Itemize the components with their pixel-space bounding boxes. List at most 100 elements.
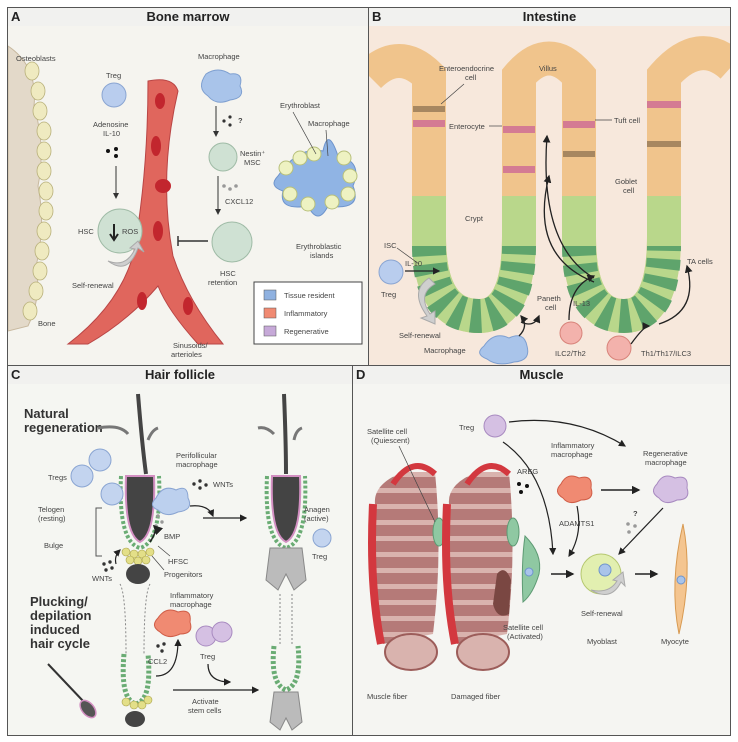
label-erythroblastic: Erythroblastic <box>296 242 342 251</box>
hair-follicle-regenerating <box>270 645 302 693</box>
panel-body: Muscle fiber Damaged fiber Satellite cel… <box>353 384 730 735</box>
panel-body: Osteoblasts Bone Sinusoids/ arterioles T… <box>8 26 368 365</box>
hsc-retention-cell <box>211 221 253 263</box>
label-treg: Treg <box>459 423 474 432</box>
label-activate: Activate <box>192 697 219 706</box>
label-cxcl12: CXCL12 <box>225 197 253 206</box>
label-inflammatory: Inflammatory <box>551 441 595 450</box>
self-renewal-arrow <box>107 240 145 267</box>
wnt-dots-bottom <box>102 560 114 572</box>
label-regenerative-macrophage: macrophage <box>645 458 687 467</box>
label-bulge: Bulge <box>44 541 63 550</box>
label-stem-cells: stem cells <box>188 706 222 715</box>
label-wnts-bottom: WNTs <box>92 574 112 583</box>
areg-dots <box>517 482 529 494</box>
label-sinusoids: Sinusoids/ <box>173 341 209 350</box>
panel-header: D Muscle <box>353 366 730 385</box>
plucked-hair <box>47 663 85 703</box>
panel-letter: D <box>356 367 366 382</box>
label-natural: Natural <box>24 406 69 421</box>
panel-bone-marrow: A Bone marrow Osteoblasts Bone <box>7 7 369 366</box>
label-nestin: Nestin⁺ <box>240 149 265 158</box>
label-treg-right: Treg <box>312 552 327 561</box>
label-perifollicular: Perifollicular <box>176 451 217 460</box>
label-treg: Treg <box>106 71 121 80</box>
hair-shaft-anagen <box>282 393 288 475</box>
tuft-and-enteroendocrine-cells <box>413 101 681 173</box>
ilc2-th2-cell <box>559 321 583 345</box>
panel-muscle: D Muscle Muscle fiber Damaged <box>352 365 731 736</box>
treg-cells-bottom <box>195 621 233 647</box>
label-plucking: Plucking/ <box>30 594 88 609</box>
label-activated: (Activated) <box>507 632 543 641</box>
label-muscle-fiber: Muscle fiber <box>367 692 408 701</box>
label-villus: Villus <box>539 64 557 73</box>
label-induced: induced <box>30 622 80 637</box>
panel-title: Intestine <box>522 9 577 24</box>
label-arterioles: arterioles <box>171 350 202 359</box>
legend: Tissue resident Inflammatory Regenerativ… <box>253 281 363 345</box>
label-myocyte: Myocyte <box>661 637 689 646</box>
label-telogen: Telogen <box>38 505 64 514</box>
label-goblet: Goblet <box>615 177 638 186</box>
label-hair-cycle: hair cycle <box>30 636 90 651</box>
label-il10: IL-10 <box>405 259 422 268</box>
treg-cell <box>378 259 404 285</box>
legend-swatch-tissue-resident <box>263 289 277 301</box>
label-th1-th17-ilc3: Th1/Th17/ILC3 <box>641 349 691 358</box>
panel-title: Bone marrow <box>146 9 230 24</box>
hair-shaft <box>136 393 148 475</box>
wnt-dots <box>192 479 208 490</box>
osteoblast-cells <box>22 61 54 321</box>
label-self-renewal: Self-renewal <box>72 281 114 290</box>
legend-label: Inflammatory <box>284 309 328 318</box>
label-treg-bottom: Treg <box>200 652 215 661</box>
muscle-fiber <box>372 472 439 644</box>
label-il13: IL-13 <box>573 299 590 308</box>
label-paneth-cell: cell <box>545 303 557 312</box>
panel-header: B Intestine <box>369 8 730 27</box>
label-hsc: HSC <box>78 227 94 236</box>
treg-cell <box>483 414 507 438</box>
label-goblet-cell: cell <box>623 186 635 195</box>
label-retention: retention <box>208 278 237 287</box>
cytokine-dots <box>106 147 118 158</box>
red-blood-cells <box>137 93 193 315</box>
inflammatory-macrophage <box>557 475 593 504</box>
unknown-factor-dots <box>222 115 232 127</box>
label-hfsc: HFSC <box>168 557 189 566</box>
panel-letter: B <box>372 9 382 24</box>
treg-cell <box>101 82 127 108</box>
label-question: ? <box>238 116 243 125</box>
label-myoblast: Myoblast <box>587 637 618 646</box>
label-areg: AREG <box>517 467 538 476</box>
hair-follicle-plucked <box>120 653 152 707</box>
label-tuft-cell: Tuft cell <box>614 116 640 125</box>
label-treg: Treg <box>381 290 396 299</box>
label-ros: ROS <box>122 227 138 236</box>
panel-hair-follicle: C Hair follicle Natural regeneration <box>7 365 353 736</box>
hair-follicle-illustration: Natural regeneration Tregs Telogen (rest… <box>24 393 332 731</box>
label-ccl2: CCL2 <box>148 657 167 666</box>
panel-header: A Bone marrow <box>8 8 368 27</box>
ros-down-arrow <box>109 224 119 242</box>
macrophage-tissue-resident <box>479 335 529 365</box>
differentiation-arrow <box>543 174 595 283</box>
label-macrophage: Macrophage <box>198 52 240 61</box>
label-hsc-retention: HSC <box>220 269 236 278</box>
label-regenerative: Regenerative <box>643 449 688 458</box>
panel-body: Natural regeneration Tregs Telogen (rest… <box>8 384 352 735</box>
label-ta-cells: TA cells <box>687 257 713 266</box>
fiber-cross-section <box>384 633 438 671</box>
intestine-illustration: Villus Enteroendocrine cell Enterocyte T… <box>369 36 730 365</box>
self-renewal-arrow <box>418 277 436 325</box>
label-isc: ISC <box>384 241 397 250</box>
label-paneth: Paneth <box>537 294 561 303</box>
panel-title: Hair follicle <box>144 367 216 382</box>
hsc-cell <box>97 208 143 254</box>
label-enterocyte: Enterocyte <box>449 122 485 131</box>
muscle-illustration: Muscle fiber Damaged fiber Satellite cel… <box>367 414 689 701</box>
inflammatory-macrophage <box>154 609 192 638</box>
label-inflammatory: Inflammatory <box>170 591 214 600</box>
panel-intestine: B Intestine Villus Enteroendocrine cell <box>368 7 731 366</box>
